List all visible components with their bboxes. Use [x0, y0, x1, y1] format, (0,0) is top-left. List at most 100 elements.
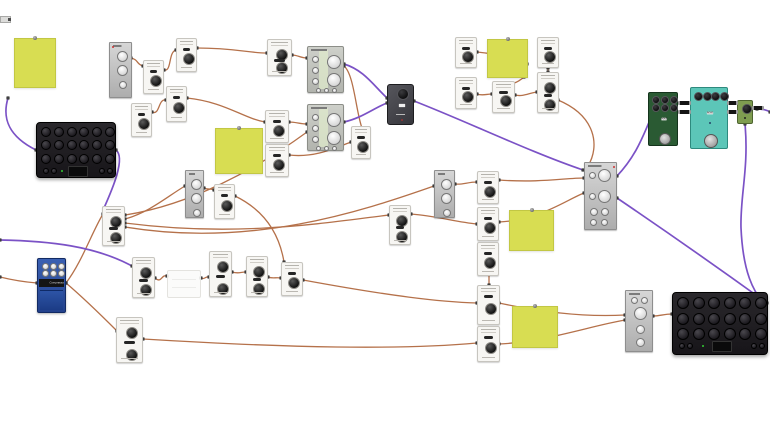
pedal-module[interactable] — [166, 86, 187, 122]
stereo-module[interactable] — [307, 104, 344, 151]
patch-cable[interactable] — [727, 110, 738, 114]
pedal-module[interactable] — [143, 60, 164, 94]
patch-wire[interactable] — [186, 97, 266, 123]
patch-wire[interactable] — [343, 65, 363, 129]
patch-wire[interactable] — [0, 239, 133, 267]
patch-wire[interactable] — [616, 119, 651, 177]
patch-wire[interactable] — [65, 213, 104, 284]
patch-wire[interactable] — [5, 97, 37, 151]
label-line — [497, 108, 510, 109]
sticky-note[interactable] — [215, 126, 263, 174]
patch-wire[interactable] — [616, 197, 768, 304]
sticky-note[interactable] — [14, 36, 56, 88]
dark-utility-pedal[interactable] — [387, 84, 414, 125]
knob — [332, 88, 337, 93]
utility-module[interactable] — [625, 290, 653, 352]
knob — [462, 51, 474, 64]
pedal-module[interactable] — [537, 72, 559, 113]
utility-module[interactable] — [584, 162, 617, 230]
patch-wire[interactable] — [163, 49, 177, 71]
patch-wire[interactable] — [343, 102, 388, 123]
pedal-module[interactable] — [132, 257, 155, 298]
pedal-module[interactable] — [537, 37, 559, 68]
patch-wire[interactable] — [476, 93, 493, 96]
pedal-module[interactable] — [102, 206, 125, 246]
patch-wire[interactable] — [302, 279, 478, 304]
utility-module[interactable] — [109, 42, 132, 98]
edge-plug[interactable] — [0, 16, 11, 23]
patch-wire[interactable] — [514, 91, 538, 97]
patch-wire[interactable] — [291, 54, 308, 59]
pedal-module[interactable] — [455, 77, 477, 109]
boss-compressor-pedal[interactable]: Compressor — [37, 258, 66, 313]
logo-badge — [484, 217, 492, 220]
pedal-module[interactable] — [477, 285, 500, 325]
knob — [107, 167, 113, 174]
patch-wire[interactable] — [343, 63, 388, 99]
patch-wire[interactable] — [288, 141, 352, 157]
patch-wire[interactable] — [124, 185, 435, 234]
pedal-module[interactable] — [351, 126, 371, 159]
patch-wire[interactable] — [130, 57, 144, 67]
patch-cable[interactable] — [678, 110, 691, 114]
mixer-unit[interactable] — [672, 292, 768, 355]
patch-wire[interactable] — [0, 276, 38, 284]
patch-wire[interactable] — [142, 338, 478, 348]
label-line — [588, 165, 613, 167]
mini-pedal[interactable] — [737, 100, 753, 124]
patch-wire[interactable] — [410, 213, 478, 225]
patch-wire[interactable] — [288, 121, 308, 125]
pedal-module[interactable] — [267, 39, 292, 76]
patch-wire[interactable] — [557, 99, 595, 167]
sticky-note[interactable] — [487, 37, 528, 78]
pedal-module[interactable] — [477, 171, 499, 204]
pedal-module[interactable] — [492, 81, 515, 113]
patch-wire[interactable] — [154, 275, 168, 281]
footswitch[interactable] — [659, 133, 671, 145]
patch-cable[interactable] — [752, 106, 764, 110]
mxr-teal-pedal[interactable]: MXR — [690, 87, 729, 149]
pedal-module[interactable] — [246, 256, 268, 297]
pedal-module[interactable] — [477, 326, 500, 362]
pedal-module[interactable] — [455, 37, 477, 68]
utility-module[interactable] — [434, 170, 455, 218]
led-indicator — [61, 169, 63, 172]
pedal-module[interactable] — [265, 110, 289, 143]
patch-wire[interactable] — [454, 181, 478, 185]
patch-wire[interactable] — [413, 100, 584, 171]
label-line — [460, 63, 472, 64]
patch-wire[interactable] — [740, 123, 767, 307]
pedal-module[interactable] — [116, 317, 143, 363]
patch-wire[interactable] — [231, 271, 247, 274]
mixer-unit[interactable] — [36, 122, 116, 178]
pedal-module[interactable] — [281, 262, 303, 296]
patch-wire[interactable] — [124, 214, 390, 230]
patch-wire[interactable] — [151, 99, 167, 114]
pedal-module[interactable] — [265, 144, 289, 177]
patch-wire[interactable] — [196, 47, 268, 54]
utility-module[interactable] — [185, 170, 204, 218]
mxr-reverb-pedal[interactable]: MXR — [648, 92, 678, 146]
pedal-module[interactable] — [214, 184, 235, 219]
patch-wire[interactable] — [267, 276, 282, 279]
patch-wire[interactable] — [234, 195, 285, 263]
patch-wire[interactable] — [498, 177, 585, 182]
label-line — [482, 199, 494, 200]
sticky-note[interactable] — [512, 304, 558, 348]
patch-wire[interactable] — [103, 149, 121, 209]
pedal-module[interactable] — [176, 38, 197, 72]
pedal-module[interactable] — [477, 242, 499, 276]
footswitch[interactable] — [704, 134, 718, 148]
patch-wire[interactable] — [124, 185, 186, 220]
stereo-module[interactable] — [307, 46, 344, 93]
pedal-module[interactable] — [389, 205, 411, 245]
sticky-note[interactable] — [509, 208, 554, 251]
patch-wire[interactable] — [65, 282, 118, 332]
pedal-module[interactable] — [131, 103, 152, 137]
patch-cable[interactable] — [678, 101, 691, 105]
patch-cable[interactable] — [727, 101, 738, 105]
pedal-module[interactable] — [477, 207, 499, 241]
pedal-module[interactable] — [209, 251, 232, 297]
patch-wire[interactable] — [652, 313, 673, 317]
